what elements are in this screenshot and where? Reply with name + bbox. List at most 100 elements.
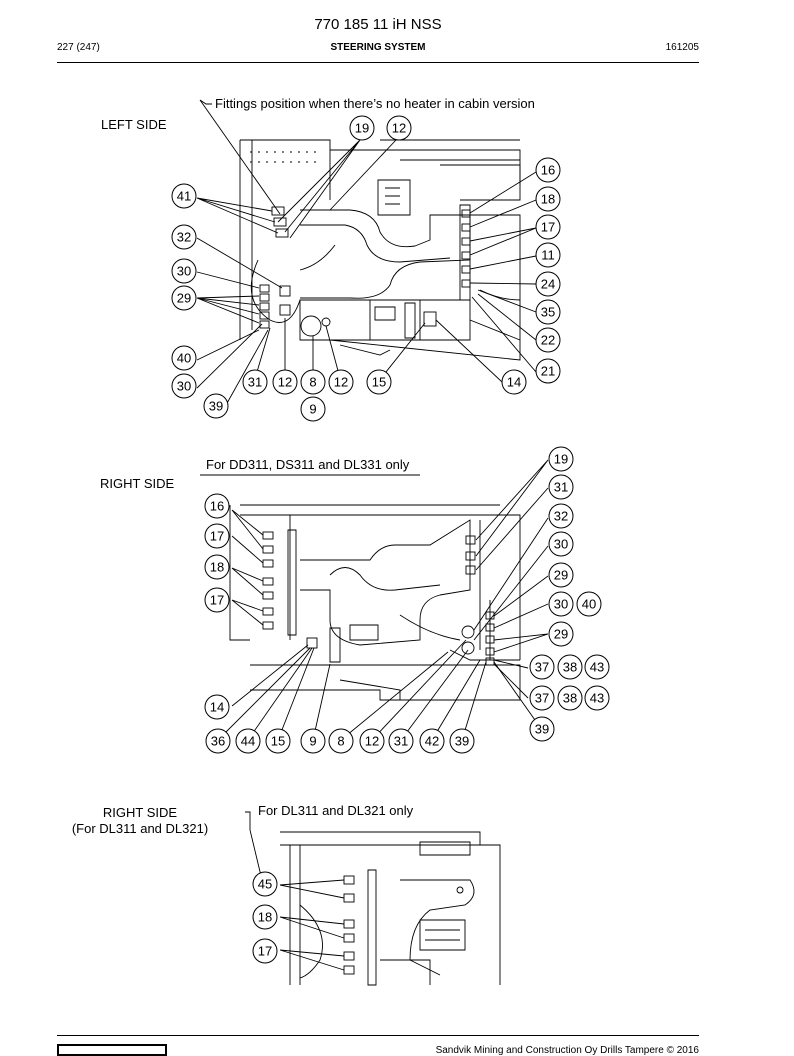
header-rule: [57, 62, 699, 63]
footer-rule: [57, 1035, 699, 1036]
callout-number: 16: [541, 163, 555, 178]
callout-bubble: 45: [252, 871, 278, 897]
callout-bubble: 40: [171, 345, 197, 371]
callout-number: 43: [590, 691, 604, 706]
right-side-dl-note: For DL311 and DL321 only: [258, 803, 414, 818]
callout-number: 37: [535, 691, 549, 706]
left-side-machine-drawing: [199, 99, 521, 361]
callout-number: 15: [271, 734, 285, 749]
callout-number: 39: [209, 399, 223, 414]
callout-number: 11: [541, 248, 555, 263]
callout-bubble: 18: [535, 186, 561, 212]
callout-bubble: 17: [252, 938, 278, 964]
callout-number: 18: [541, 192, 555, 207]
callout-number: 31: [248, 375, 262, 390]
callout-number: 8: [309, 375, 316, 390]
footer-copyright: Sandvik Mining and Construction Oy Drill…: [435, 1045, 699, 1056]
left-side-fittings: [259, 206, 471, 329]
callout-bubble: 9: [300, 396, 326, 422]
callout-bubble: 38: [557, 685, 583, 711]
callout-number: 29: [177, 291, 191, 306]
callout-number: 17: [541, 220, 555, 235]
right-side-label: RIGHT SIDE: [100, 476, 175, 491]
callout-bubble: 12: [272, 369, 298, 395]
callout-bubble: 17: [535, 214, 561, 240]
callout-number: 12: [365, 734, 379, 749]
callout-number: 22: [541, 333, 555, 348]
right-side-dl-sublabel: (For DL311 and DL321): [71, 821, 209, 836]
callout-bubble: 11: [535, 242, 561, 268]
callout-bubble: 8: [328, 728, 354, 754]
callout-bubble: 32: [171, 224, 197, 250]
callout-number: 31: [394, 734, 408, 749]
callout-bubble: 42: [419, 728, 445, 754]
callout-bubble: 35: [535, 299, 561, 325]
callout-bubble: 18: [204, 554, 230, 580]
callout-bubble: 40: [576, 591, 602, 617]
callout-number: 40: [582, 597, 596, 612]
callout-bubble: 41: [171, 183, 197, 209]
callout-number: 9: [309, 734, 316, 749]
callout-number: 30: [554, 537, 568, 552]
right-side-machine-drawing: [200, 474, 521, 701]
callout-number: 35: [541, 305, 555, 320]
right-side-dl-fittings: [343, 875, 355, 975]
callout-bubble: 8: [300, 369, 326, 395]
callout-bubble: 43: [584, 654, 610, 680]
callout-bubble: 12: [328, 369, 354, 395]
callout-bubble: 19: [548, 446, 574, 472]
callout-number: 15: [372, 375, 386, 390]
callout-bubble: 14: [501, 369, 527, 395]
callout-number: 18: [210, 560, 224, 575]
callout-bubble: 30: [548, 531, 574, 557]
callout-number: 18: [258, 910, 272, 925]
callout-bubble: 29: [548, 621, 574, 647]
callout-number: 38: [563, 691, 577, 706]
callout-number: 29: [554, 568, 568, 583]
callout-number: 17: [210, 529, 224, 544]
callout-bubble: 30: [171, 373, 197, 399]
callout-number: 36: [211, 734, 225, 749]
callout-bubble: 29: [171, 285, 197, 311]
callout-bubble: 30: [171, 258, 197, 284]
callout-number: 16: [210, 499, 224, 514]
callout-number: 30: [177, 264, 191, 279]
callout-bubble: 43: [584, 685, 610, 711]
callout-number: 21: [541, 364, 555, 379]
callout-bubble: 32: [548, 503, 574, 529]
callout-number: 31: [554, 480, 568, 495]
callout-number: 37: [535, 660, 549, 675]
callout-bubble: 39: [203, 393, 229, 419]
callout-number: 12: [334, 375, 348, 390]
callout-number: 39: [535, 722, 549, 737]
callout-bubble: 17: [204, 523, 230, 549]
callout-number: 38: [563, 660, 577, 675]
callout-number: 44: [241, 734, 255, 749]
callout-bubble: 37: [529, 685, 555, 711]
callout-number: 8: [337, 734, 344, 749]
callout-bubble: 29: [548, 562, 574, 588]
callout-number: 12: [392, 121, 406, 136]
callout-number: 39: [455, 734, 469, 749]
right-side-callouts: 19 31 16 32 17 30 18 29 17 30 40 29 37 3…: [204, 446, 610, 754]
callout-bubble: 22: [535, 327, 561, 353]
callout-number: 17: [210, 593, 224, 608]
callout-bubble: 12: [386, 115, 412, 141]
callout-number: 29: [554, 627, 568, 642]
callout-bubble: 30: [548, 591, 574, 617]
callout-number: 42: [425, 734, 439, 749]
right-side-leaders: [217, 459, 549, 741]
callout-number: 24: [541, 277, 555, 292]
left-side-label: LEFT SIDE: [101, 117, 167, 132]
callout-number: 17: [258, 944, 272, 959]
callout-number: 12: [278, 375, 292, 390]
callout-number: 45: [258, 877, 272, 892]
left-side-note: Fittings position when there’s no heater…: [215, 96, 535, 111]
document-date: 161205: [665, 42, 699, 53]
callout-bubble: 14: [204, 694, 230, 720]
callout-bubble: 31: [242, 369, 268, 395]
callout-number: 30: [177, 379, 191, 394]
callout-bubble: 31: [388, 728, 414, 754]
right-side-note: For DD311, DS311 and DL331 only: [206, 457, 410, 472]
